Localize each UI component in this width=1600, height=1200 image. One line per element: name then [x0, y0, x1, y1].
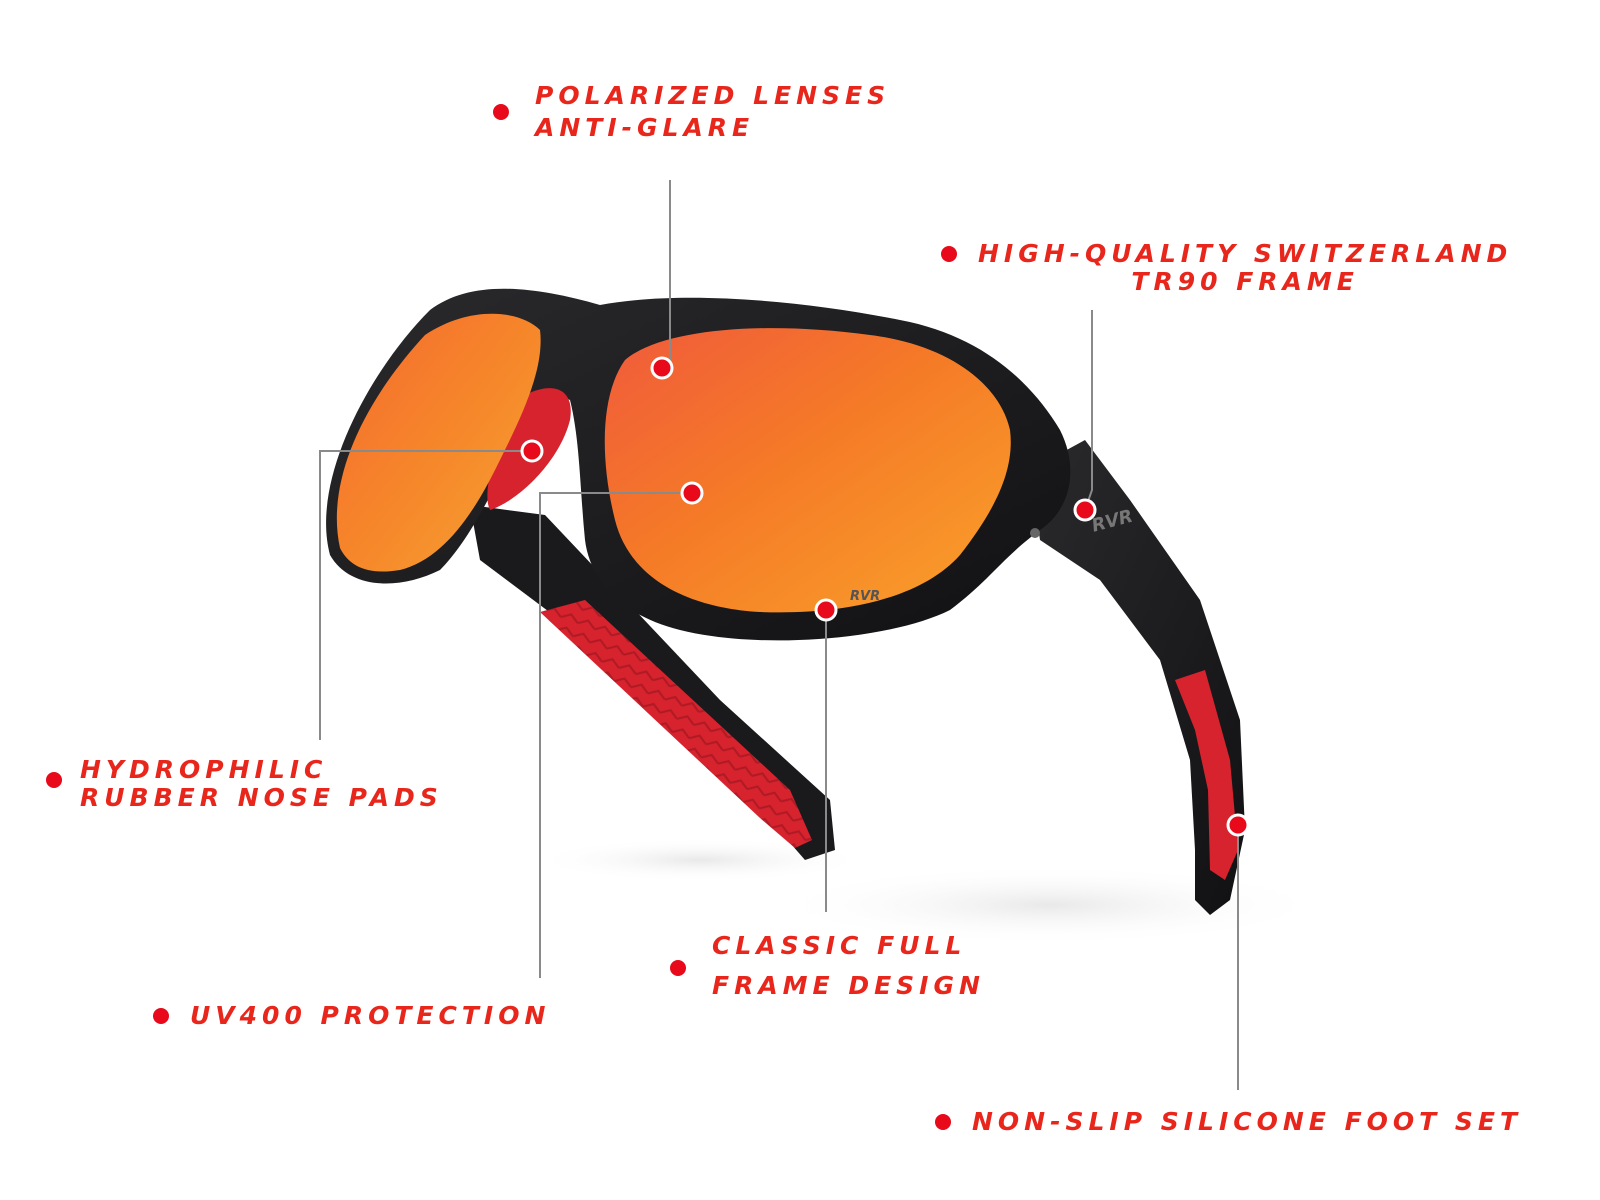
callout-frame-design: CLASSIC FULL FRAME DESIGN	[712, 932, 985, 1000]
leader-line-uv	[539, 492, 690, 978]
bullet-frame-design	[670, 960, 686, 976]
callout-nose-pads-line2: RUBBER NOSE PADS	[80, 783, 443, 812]
callout-nose-pads-line1: HYDROPHILIC	[80, 755, 328, 784]
hotspot-markers	[520, 356, 1250, 837]
callout-polarized-line2: ANTI-GLARE	[535, 113, 755, 142]
leader-line-nose-pads	[319, 450, 530, 740]
callout-frame-material: HIGH-QUALITY SWITZERLAND TR90 FRAME	[978, 240, 1512, 296]
bullet-foot-set	[935, 1114, 951, 1130]
hotspot-polarized	[650, 356, 674, 380]
callout-uv-line1: UV400 PROTECTION	[190, 1001, 551, 1030]
hotspot-foot-set	[1226, 813, 1250, 837]
right-lens	[604, 328, 1011, 613]
hotspot-frame-design	[814, 598, 838, 622]
left-temple-red-insert	[540, 600, 812, 848]
bullet-uv	[153, 1008, 169, 1024]
lens-logo: RVR	[850, 589, 880, 604]
bullet-polarized	[493, 104, 509, 120]
right-temple-red-insert	[1175, 670, 1238, 880]
callout-polarized-lenses: POLARIZED LENSES ANTI-GLARE	[535, 82, 890, 142]
hinge-screw	[1030, 528, 1040, 538]
left-lens	[336, 313, 541, 572]
floor-shadow-left	[530, 838, 870, 882]
callout-frame-material-line2: TR90 FRAME	[1131, 267, 1359, 296]
bullet-nose-pads	[46, 772, 62, 788]
hotspot-uv	[680, 481, 704, 505]
callout-uv-protection: UV400 PROTECTION	[190, 1002, 550, 1030]
callout-nose-pads: HYDROPHILIC RUBBER NOSE PADS	[80, 756, 443, 812]
callout-frame-design-line1: CLASSIC FULL	[712, 931, 967, 960]
floor-shadow	[770, 865, 1330, 945]
bullet-frame-material	[941, 246, 957, 262]
hotspot-frame	[1073, 498, 1097, 522]
callout-polarized-line1: POLARIZED LENSES	[535, 81, 891, 110]
callout-foot-set-line1: NON-SLIP SILICONE FOOT SET	[972, 1107, 1523, 1136]
hotspot-nose-pads	[520, 439, 544, 463]
callout-frame-design-line2: FRAME DESIGN	[712, 971, 985, 1000]
callout-frame-material-line1: HIGH-QUALITY SWITZERLAND	[978, 239, 1513, 268]
callout-foot-set: NON-SLIP SILICONE FOOT SET	[972, 1108, 1522, 1136]
right-temple-arm	[1030, 440, 1245, 915]
